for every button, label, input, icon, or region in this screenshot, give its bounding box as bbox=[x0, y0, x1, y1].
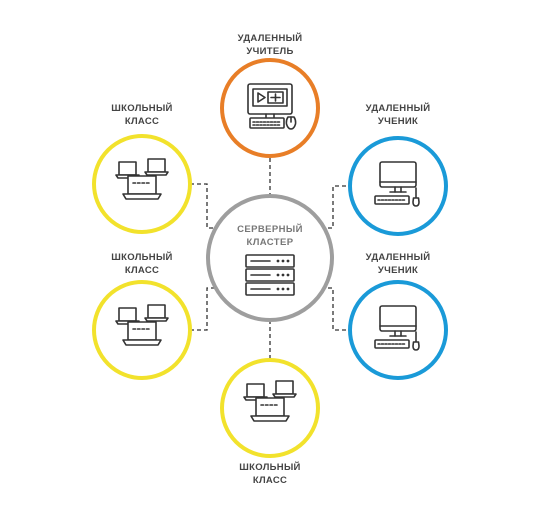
class-top-left-label-line2: КЛАСС bbox=[125, 116, 159, 127]
class-bottom-label-line2: КЛАСС bbox=[253, 475, 287, 486]
class-top-left-node: ШКОЛЬНЫЙ КЛАСС bbox=[92, 102, 192, 234]
student-top-label-line1: УДАЛЕННЫЙ bbox=[366, 102, 431, 114]
class-bottom-label-line1: ШКОЛЬНЫЙ bbox=[239, 461, 300, 473]
server-rack-icon bbox=[245, 254, 295, 296]
class-top-left-label-line1: ШКОЛЬНЫЙ bbox=[111, 102, 172, 114]
teacher-node: УДАЛЕННЫЙ УЧИТЕЛЬ bbox=[220, 32, 320, 158]
class-mid-left-label-line2: КЛАСС bbox=[125, 265, 159, 276]
class-mid-left-node: ШКОЛЬНЫЙ КЛАСС bbox=[92, 251, 192, 380]
desktop-computer-icon bbox=[374, 161, 420, 207]
class-mid-left-label-line1: ШКОЛЬНЫЙ bbox=[111, 251, 172, 263]
laptops-group-icon bbox=[243, 380, 297, 422]
connector-top-student bbox=[324, 185, 346, 229]
class-bottom-node: ШКОЛЬНЫЙ КЛАСС bbox=[220, 358, 320, 486]
student-top-node: УДАЛЕННЫЙ УЧЕНИК bbox=[348, 102, 448, 236]
laptops-group-icon bbox=[115, 158, 169, 200]
connectors bbox=[190, 158, 346, 360]
server-label-line1: СЕРВЕРНЫЙ bbox=[237, 223, 303, 235]
teacher-workstation-icon bbox=[247, 83, 297, 130]
student-bottom-node: УДАЛЕННЫЙ УЧЕНИК bbox=[348, 251, 448, 380]
server-label-line2: КЛАСТЕР bbox=[247, 237, 294, 248]
server-cluster-node: СЕРВЕРНЫЙ КЛАСТЕР bbox=[206, 194, 334, 322]
laptops-group-icon bbox=[115, 304, 169, 346]
connector-bottom-student bbox=[324, 287, 346, 331]
student-bottom-label-line2: УЧЕНИК bbox=[378, 265, 418, 276]
teacher-label-line1: УДАЛЕННЫЙ bbox=[238, 32, 303, 44]
connector-mid-left-class bbox=[190, 287, 216, 331]
student-bottom-label-line1: УДАЛЕННЫЙ bbox=[366, 251, 431, 263]
student-top-label-line2: УЧЕНИК bbox=[378, 116, 418, 127]
connector-top-left-class bbox=[190, 183, 216, 229]
teacher-label-line2: УЧИТЕЛЬ bbox=[246, 46, 293, 57]
desktop-computer-icon bbox=[374, 305, 420, 351]
